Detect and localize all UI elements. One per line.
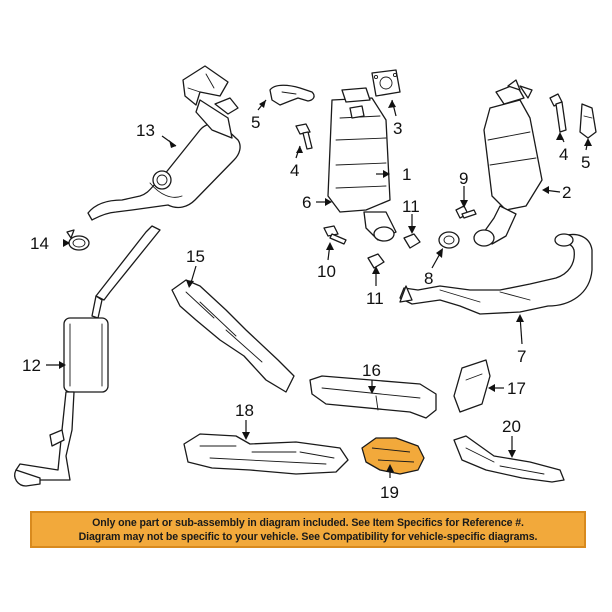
disclaimer-banner: Only one part or sub-assembly in diagram… [30, 511, 586, 548]
callout-5-right: 5 [581, 153, 590, 172]
callout-7: 7 [517, 347, 526, 366]
callout-2: 2 [562, 183, 571, 202]
disclaimer-line-2: Diagram may not be specific to your vehi… [78, 530, 538, 543]
part-18-heat-shield [183, 433, 349, 475]
part-4-bolt-left [295, 123, 313, 150]
leader-arrowheads [59, 100, 592, 472]
part-3-gasket [371, 69, 401, 97]
callout-10: 10 [317, 262, 336, 281]
callout-3: 3 [393, 119, 402, 138]
part-19-heat-shield-highlighted [361, 437, 425, 475]
part-10-bolt [323, 225, 347, 245]
part-12-muffler-with-pipe [14, 225, 161, 487]
part-17-bracket [453, 359, 491, 413]
callout-1: 1 [402, 165, 411, 184]
part-8-gasket [438, 231, 460, 249]
callout-12: 12 [22, 356, 41, 375]
callout-5-left: 5 [251, 113, 260, 132]
callout-19: 19 [380, 483, 399, 502]
part-15-heat-shield [171, 279, 295, 393]
callout-13: 13 [136, 121, 155, 140]
callout-11-upper: 11 [402, 197, 420, 216]
part-14-clamp [66, 229, 90, 251]
callout-17: 17 [507, 379, 526, 398]
part-20-heat-shield [453, 435, 565, 483]
callout-4-right: 4 [559, 145, 568, 164]
disclaimer-line-1: Only one part or sub-assembly in diagram… [92, 516, 524, 529]
part-11-nut-upper [403, 233, 421, 249]
callout-18: 18 [235, 401, 254, 420]
callout-11-lower: 11 [366, 289, 384, 308]
part-7-exhaust-pipe [399, 233, 593, 315]
callout-20: 20 [502, 417, 521, 436]
part-1-catalytic-converter [327, 87, 397, 242]
part-11-nut-lower [367, 253, 385, 269]
part-16-heat-shield [309, 375, 437, 419]
callout-9: 9 [459, 169, 468, 188]
callout-8: 8 [424, 269, 433, 288]
callout-16: 16 [362, 361, 381, 380]
callout-14: 14 [30, 234, 49, 253]
part-5-gasket-right [579, 103, 597, 139]
callout-6: 6 [302, 193, 311, 212]
part-5-gasket-left [269, 84, 315, 106]
callout-4-left: 4 [290, 161, 299, 180]
callout-15: 15 [186, 247, 205, 266]
part-9-bolt [455, 205, 477, 219]
callout-labels: 13 5 4 3 1 6 11 10 11 9 8 2 4 5 7 14 12 … [22, 113, 590, 502]
part-13-muffler-assembly [87, 65, 241, 221]
part-2-catalytic-converter [473, 79, 543, 247]
part-4-bolt-right [549, 93, 567, 133]
